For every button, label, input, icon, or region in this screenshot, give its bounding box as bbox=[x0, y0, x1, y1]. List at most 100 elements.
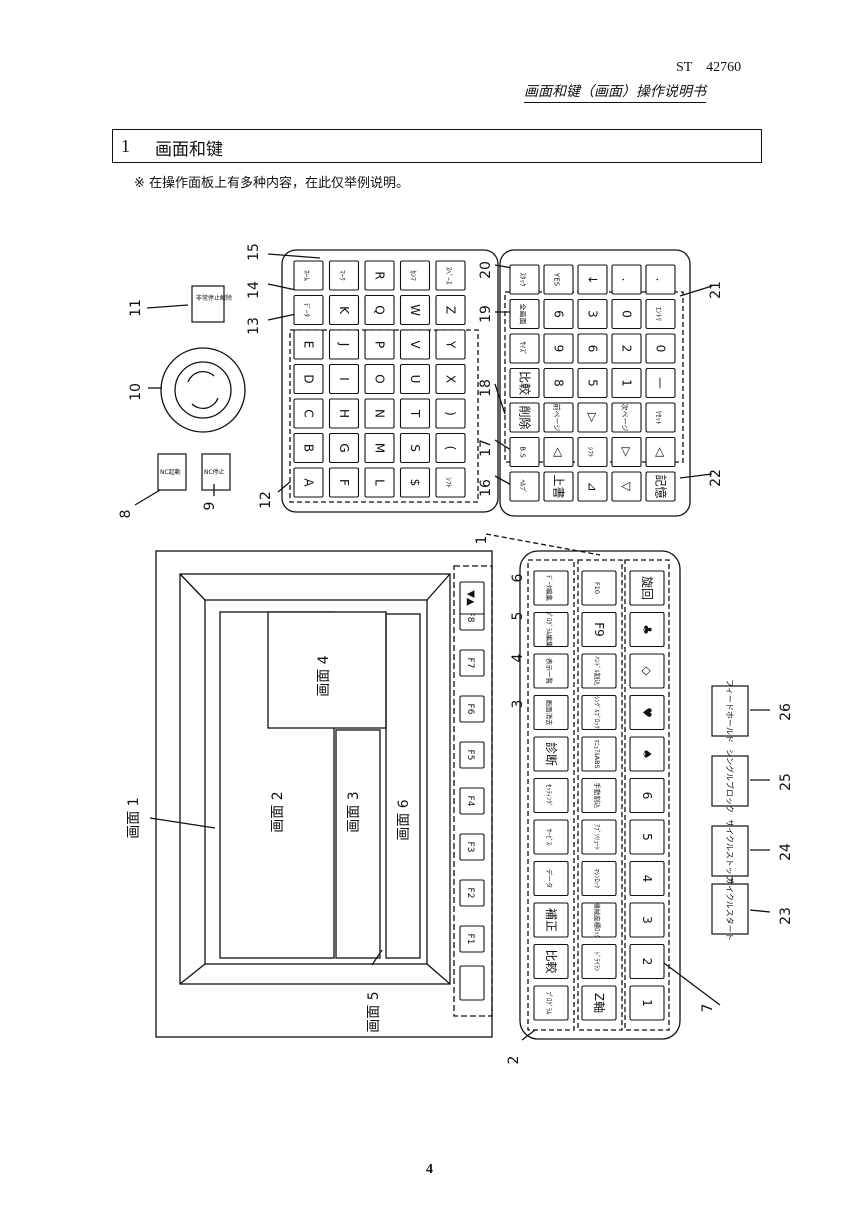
alpha-key-1-4[interactable]: J bbox=[328, 329, 360, 360]
numeric-key-1-0[interactable]: 上書 bbox=[543, 471, 574, 502]
alpha-key-3-6[interactable]: ｶﾝﾏ bbox=[399, 260, 431, 291]
panel-col3-key-9[interactable]: ♣ bbox=[629, 611, 665, 648]
numeric-key-0-3[interactable]: 比較 bbox=[509, 367, 540, 399]
function-key-2[interactable]: F2 bbox=[459, 879, 485, 907]
nc-start-button[interactable] bbox=[157, 453, 187, 491]
alpha-key-0-2[interactable]: C bbox=[293, 398, 324, 429]
alpha-key-4-2[interactable]: ) bbox=[435, 398, 466, 429]
numeric-key-0-5[interactable]: 全画面 bbox=[509, 298, 540, 330]
cycle-start-button[interactable] bbox=[711, 883, 749, 935]
panel-col3-key-2[interactable]: 3 bbox=[629, 902, 665, 938]
alpha-key-4-3[interactable]: X bbox=[435, 363, 466, 395]
alpha-key-2-6[interactable]: R bbox=[364, 260, 395, 291]
panel-col2-key-5[interactable]: 手動割込 bbox=[581, 777, 617, 814]
alpha-key-2-2[interactable]: N bbox=[364, 398, 395, 429]
function-key-6[interactable]: F6 bbox=[459, 695, 485, 723]
alpha-key-3-0[interactable]: $ bbox=[399, 467, 431, 498]
panel-col3-key-5[interactable]: 6 bbox=[629, 777, 665, 814]
panel-col2-key-0[interactable]: Z軸 bbox=[581, 985, 617, 1021]
numeric-key-2-5[interactable]: 3 bbox=[577, 298, 608, 330]
nc-stop-button[interactable] bbox=[201, 453, 231, 491]
panel-col1-key-6[interactable]: 診断 bbox=[533, 736, 569, 772]
alpha-key-2-0[interactable]: L bbox=[364, 467, 395, 498]
numeric-key-4-2[interactable]: ﾘｾｯﾄ bbox=[645, 402, 676, 433]
panel-col1-key-2[interactable]: 補正 bbox=[533, 902, 569, 938]
panel-col3-key-10[interactable]: 旋回 bbox=[629, 570, 665, 606]
panel-col2-key-10[interactable]: F10 bbox=[581, 570, 617, 606]
panel-col1-key-1[interactable]: 比較 bbox=[533, 943, 569, 980]
numeric-key-0-6[interactable]: ｽﾀｯｸ bbox=[509, 264, 540, 295]
numeric-key-0-0[interactable]: ﾍﾙﾌﾟ bbox=[509, 471, 540, 502]
panel-col1-key-9[interactable]: ﾌﾟﾛｸﾞﾗﾑ編集 bbox=[533, 612, 569, 648]
cycle-stop-button[interactable] bbox=[711, 825, 749, 877]
panel-col1-key-10[interactable]: ﾃﾞｰﾀ編集 bbox=[533, 570, 569, 606]
alpha-key-0-1[interactable]: B bbox=[293, 432, 324, 464]
panel-col2-key-3[interactable]: ﾏｼﾝﾛｯｸ bbox=[581, 860, 617, 897]
numeric-key-1-1[interactable]: ◁ bbox=[543, 436, 574, 468]
numeric-key-2-0[interactable]: ⊿ bbox=[577, 471, 608, 502]
numeric-key-3-3[interactable]: 1 bbox=[611, 367, 642, 399]
function-key-4[interactable]: F4 bbox=[459, 787, 485, 815]
panel-col3-key-1[interactable]: 2 bbox=[629, 943, 665, 980]
function-key-3[interactable]: F3 bbox=[459, 833, 485, 861]
alpha-key-1-0[interactable]: F bbox=[328, 467, 360, 498]
numeric-key-4-5[interactable]: ｴﾝﾄﾘ bbox=[645, 298, 676, 330]
numeric-key-2-3[interactable]: 5 bbox=[577, 367, 608, 399]
alpha-key-4-0[interactable]: ｼﾌﾄ bbox=[435, 467, 466, 498]
panel-col3-key-3[interactable]: 4 bbox=[629, 860, 665, 897]
alpha-key-4-6[interactable]: ｽﾍﾟｰｽ bbox=[435, 260, 466, 291]
alpha-key-3-4[interactable]: V bbox=[399, 329, 431, 360]
alpha-key-0-4[interactable]: E bbox=[293, 329, 324, 360]
alpha-key-3-2[interactable]: T bbox=[399, 398, 431, 429]
numeric-key-2-6[interactable]: ↓ bbox=[577, 264, 608, 295]
panel-col2-key-1[interactable]: ﾄﾞﾗｲﾗﾝ bbox=[581, 943, 617, 980]
alpha-key-1-2[interactable]: H bbox=[328, 398, 360, 429]
panel-col1-key-8[interactable]: 表示一覧 bbox=[533, 653, 569, 689]
panel-col1-key-0[interactable]: ﾌﾟﾛｸﾞﾗﾑ bbox=[533, 985, 569, 1021]
scroll-arrow-key[interactable]: ▼▲ bbox=[459, 581, 485, 615]
alpha-key-2-5[interactable]: Q bbox=[364, 294, 395, 326]
panel-col1-key-3[interactable]: データ bbox=[533, 860, 569, 897]
function-key-1[interactable]: F1 bbox=[459, 925, 485, 953]
numeric-key-4-3[interactable]: — bbox=[645, 367, 676, 399]
panel-col2-key-8[interactable]: ﾊﾝﾄﾞﾙ割込 bbox=[581, 653, 617, 689]
alpha-key-4-5[interactable]: Z bbox=[435, 294, 466, 326]
alpha-key-3-3[interactable]: U bbox=[399, 363, 431, 395]
numeric-key-2-1[interactable]: ｼﾌﾄ bbox=[577, 436, 608, 468]
panel-col1-key-5[interactable]: ｾｯﾃｨﾝｸﾞ bbox=[533, 777, 569, 814]
alpha-key-0-0[interactable]: A bbox=[293, 467, 324, 498]
panel-col3-key-7[interactable]: ♥ bbox=[629, 694, 665, 731]
numeric-key-4-0[interactable]: 記憶 bbox=[645, 471, 676, 502]
alpha-key-2-4[interactable]: P bbox=[364, 329, 395, 360]
alpha-key-1-3[interactable]: I bbox=[328, 363, 360, 395]
panel-col3-key-0[interactable]: 1 bbox=[629, 985, 665, 1021]
alpha-key-1-1[interactable]: G bbox=[328, 432, 360, 464]
panel-col2-key-9[interactable]: F9 bbox=[581, 611, 617, 648]
numeric-key-0-4[interactable]: ｻｲｽﾞ bbox=[509, 333, 540, 364]
numeric-key-0-1[interactable]: B.S bbox=[509, 436, 540, 468]
panel-col2-key-7[interactable]: ｼﾝｸﾞﾙﾌﾞﾛｯｸ bbox=[581, 694, 617, 731]
numeric-key-3-1[interactable]: ▷ bbox=[611, 436, 642, 468]
panel-col2-key-6[interactable]: ﾏﾆｭｱﾙABS bbox=[581, 736, 617, 772]
numeric-key-4-1[interactable]: ◁ bbox=[645, 436, 676, 468]
alpha-key-0-3[interactable]: D bbox=[293, 363, 324, 395]
alpha-key-4-1[interactable]: ( bbox=[435, 432, 466, 464]
numeric-key-0-2[interactable]: 削除 bbox=[509, 402, 540, 433]
panel-col1-key-7[interactable]: 画面消去 bbox=[533, 694, 569, 731]
alpha-key-4-4[interactable]: Y bbox=[435, 329, 466, 360]
function-key-7[interactable]: F7 bbox=[459, 649, 485, 677]
alpha-key-0-6[interactable]: ﾎｰﾑ bbox=[293, 260, 324, 291]
panel-col1-key-4[interactable]: ｻｰﾋﾞｽ bbox=[533, 819, 569, 855]
numeric-key-3-0[interactable]: ▽ bbox=[611, 471, 642, 502]
single-block-button[interactable] bbox=[711, 755, 749, 807]
alpha-key-1-6[interactable]: ﾏｰｸ bbox=[328, 260, 360, 291]
alpha-key-3-1[interactable]: S bbox=[399, 432, 431, 464]
numeric-key-2-2[interactable]: ▷ bbox=[577, 402, 608, 433]
alpha-key-1-5[interactable]: K bbox=[328, 294, 360, 326]
numeric-key-3-4[interactable]: 2 bbox=[611, 333, 642, 364]
numeric-key-3-2[interactable]: 次ページ bbox=[611, 402, 642, 433]
numeric-key-3-5[interactable]: 0 bbox=[611, 298, 642, 330]
numeric-key-4-4[interactable]: 0 bbox=[645, 333, 676, 364]
numeric-key-1-4[interactable]: 9 bbox=[543, 333, 574, 364]
panel-col3-key-4[interactable]: 5 bbox=[629, 819, 665, 855]
